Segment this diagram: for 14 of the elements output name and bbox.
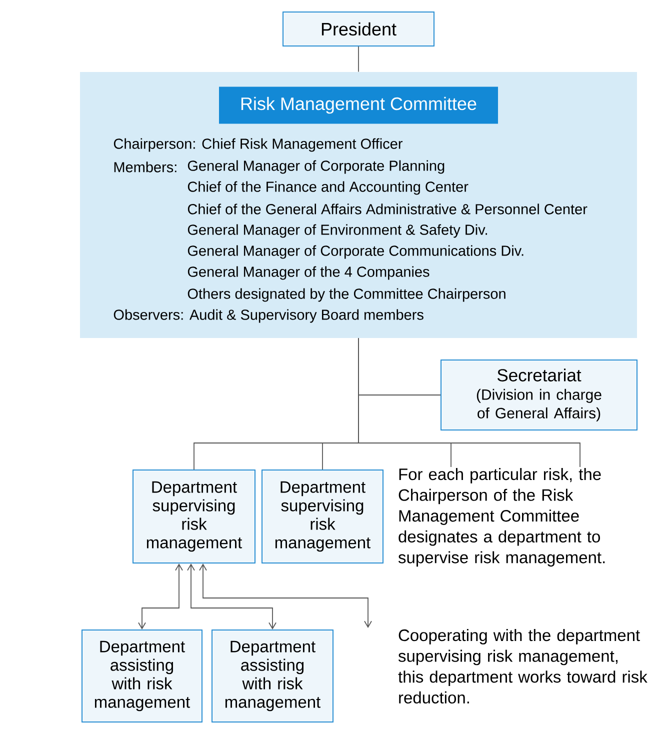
department-box: Department supervising risk management: [132, 470, 256, 564]
committee-header: Risk Management Committee: [219, 86, 498, 124]
secretariat-box: Secretariat (Division in charge of General Affairs): [440, 360, 638, 430]
note-text: Cooperating with the department supervising risk management, this department works toward risk reduction.: [398, 629, 648, 704]
department-box: Department assisting with risk management: [82, 630, 202, 722]
connector-line: [358, 46, 359, 72]
department-box: Department assisting with risk management: [212, 630, 334, 722]
arrow: [199, 564, 372, 628]
connector-line: [358, 338, 580, 468]
note-text: For each particular risk, the Chairperson of the Risk Management Committee designates a department to supervise risk management.: [398, 468, 605, 567]
arrow: [138, 564, 183, 630]
department-box: Department supervising risk management: [262, 470, 384, 564]
president-box: President: [282, 12, 434, 46]
arrow: [187, 564, 276, 630]
